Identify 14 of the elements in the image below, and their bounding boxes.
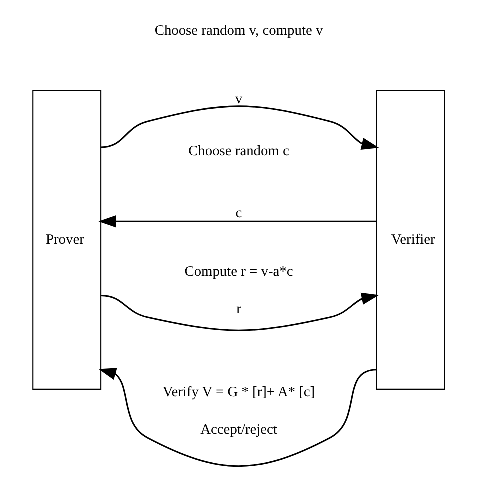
label: Compute r = v-a*c — [184, 264, 293, 280]
label: Choose random c — [188, 143, 289, 160]
arrow — [98, 368, 377, 467]
arrow — [98, 216, 376, 228]
label: Verify V = G * [r]+ A* [c] — [162, 384, 315, 400]
edge-label: Accept/reject — [200, 422, 277, 438]
edge-label: v — [234, 91, 242, 108]
arrow — [100, 292, 379, 332]
node-box: Verifier — [376, 90, 445, 390]
arrow — [100, 106, 379, 150]
label: Choose random v, compute v — [154, 22, 323, 39]
node-box: Prover — [32, 90, 102, 390]
edge-label: c — [235, 206, 242, 222]
edge-label: r — [236, 301, 241, 318]
